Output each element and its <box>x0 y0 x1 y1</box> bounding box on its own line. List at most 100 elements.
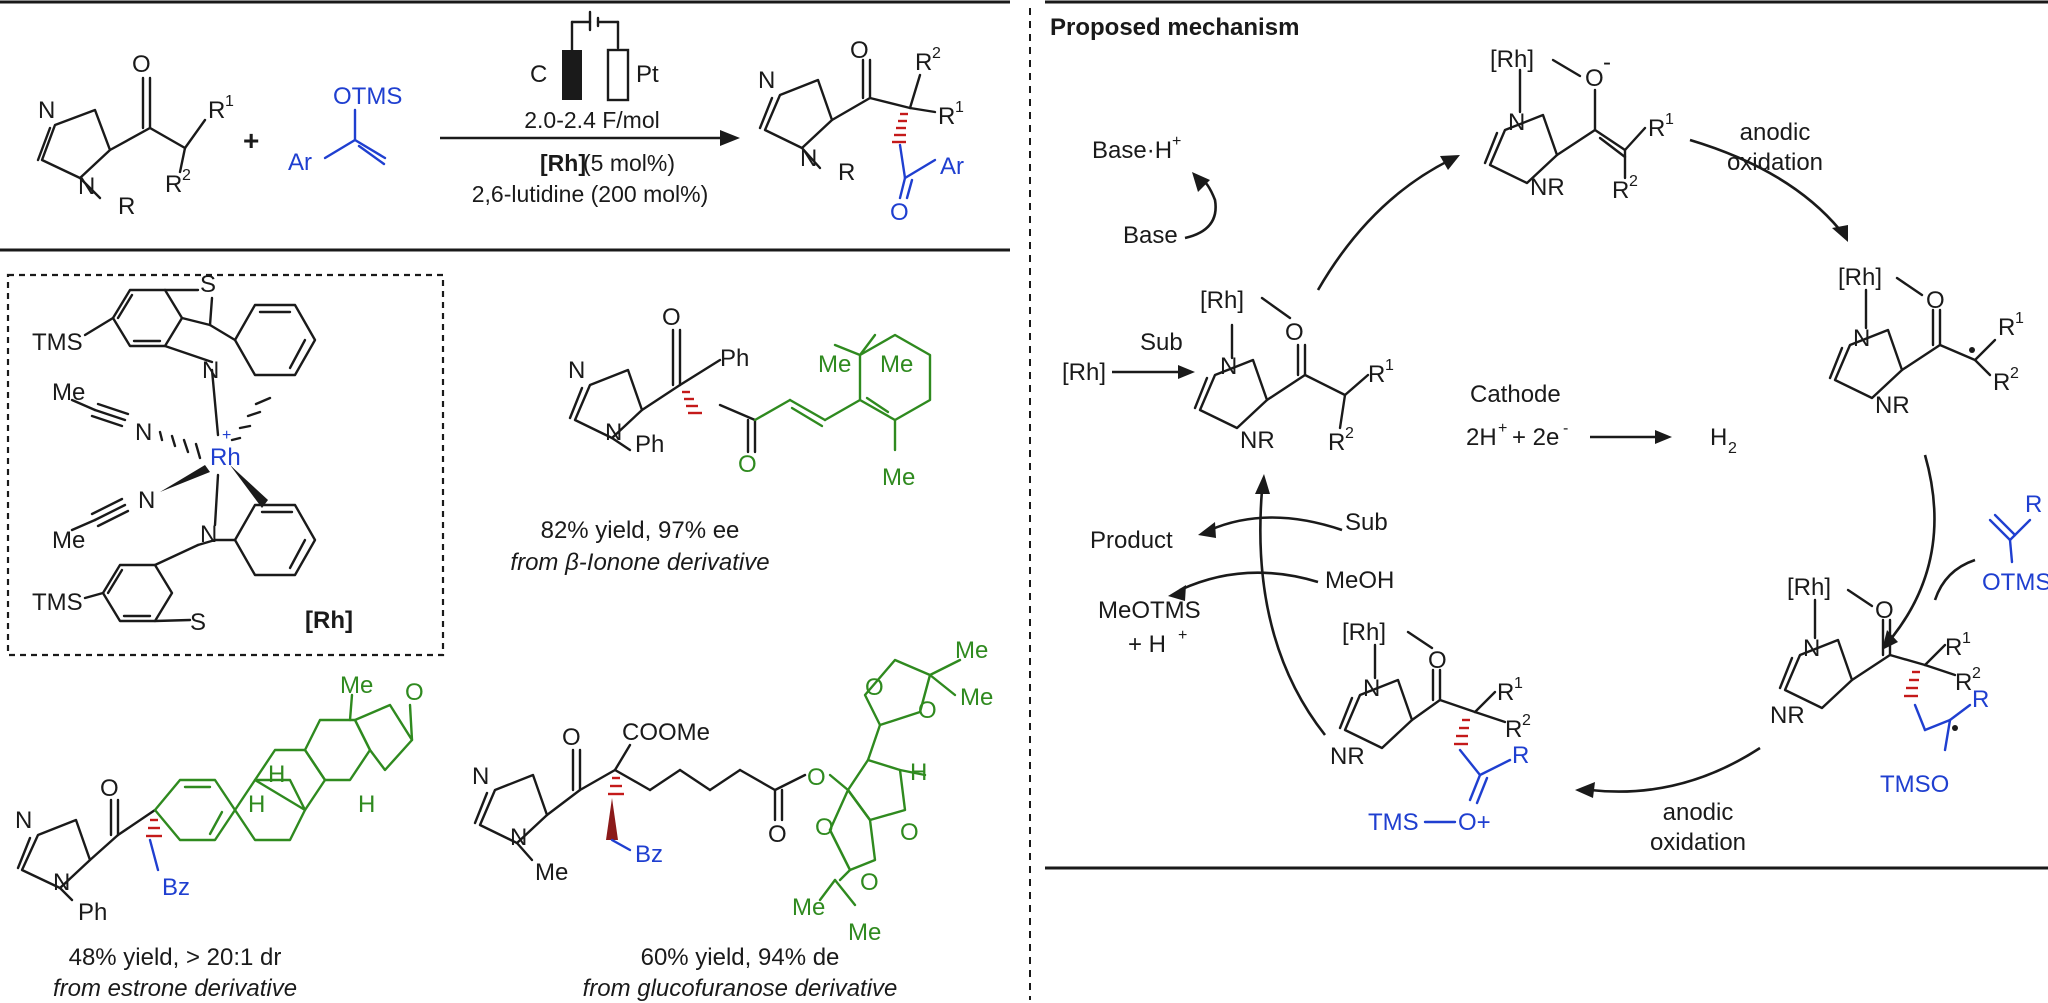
ex3-o-low1: O <box>815 814 834 841</box>
ex1-ph2: Ph <box>720 345 749 372</box>
mech-oxo-r1-sup: 1 <box>1514 675 1523 692</box>
catalyst-me-top: Me <box>52 379 85 406</box>
mech-arrowhead-product <box>1198 522 1216 538</box>
electrode-setup <box>562 10 630 102</box>
mech-radical-rh: [Rh] <box>1838 264 1882 291</box>
ex3-o-diox1: O <box>865 674 884 701</box>
mech-arrowhead-ox2 <box>1575 782 1595 798</box>
mech-rh-arrowhead <box>1178 365 1195 379</box>
example-glucofuranose-structure <box>473 658 962 907</box>
mech-arrow-to-enolate <box>1316 158 1451 291</box>
mech-adduct-r: R <box>1972 686 1989 713</box>
product-n-label: N <box>758 67 775 94</box>
ex1-me2: Me <box>880 351 913 378</box>
substrate-o-label: O <box>132 51 151 78</box>
ex2-o: O <box>100 775 119 802</box>
ex3-caption: 60% yield, 94% de <box>641 944 840 971</box>
catalyst-n-top: N <box>202 357 219 384</box>
mech-sub-r1: R <box>1368 361 1385 388</box>
mech-radical-adduct <box>1778 588 1972 752</box>
mech-sub-r1-sup: 1 <box>1385 357 1394 374</box>
ex2-me: Me <box>340 672 373 699</box>
ex1-me3: Me <box>882 464 915 491</box>
catalyst-me-bottom: Me <box>52 527 85 554</box>
mech-oxo-n: N <box>1363 675 1380 702</box>
enol-otms-label: OTMS <box>333 83 402 110</box>
ex2-n: N <box>15 807 32 834</box>
mech-cathode-eq2-sup: - <box>1563 420 1568 437</box>
mech-oxo-r1: R <box>1497 679 1514 706</box>
substrate-r1-label: R <box>208 97 225 124</box>
ex3-o-diox2: O <box>918 697 937 724</box>
mech-enol-otms: OTMS <box>1982 569 2048 596</box>
mech-radical-r2: R <box>1993 369 2010 396</box>
product-r2-sup: 2 <box>932 45 941 62</box>
ex3-link-o: O <box>807 764 826 791</box>
mech-adduct-r1: R <box>1945 634 1962 661</box>
electrode-c-label: C <box>530 61 547 88</box>
mech-cathode-eq: 2H <box>1466 424 1497 451</box>
mech-oxo-r2: R <box>1505 716 1522 743</box>
ex3-me-top2: Me <box>960 684 993 711</box>
electrode-pt-label: Pt <box>636 61 659 88</box>
substrate-r1-sup: 1 <box>225 93 234 110</box>
mech-enolate <box>1483 58 1647 185</box>
mech-base-curl-head <box>1192 172 1210 192</box>
mech-base-h: Base·H <box>1092 137 1172 164</box>
ex3-me-bot2: Me <box>848 919 881 946</box>
catalyst-structure <box>70 288 317 623</box>
catalyst-n-mecn-top: N <box>135 419 152 446</box>
ex2-source: from estrone derivative <box>53 975 297 1002</box>
mech-enolate-n: N <box>1508 109 1525 136</box>
mech-sub-n: N <box>1220 353 1237 380</box>
product-n2-label: N <box>800 145 817 172</box>
condition-catalyst: [Rh] <box>540 150 586 176</box>
ex3-h: H <box>910 759 927 786</box>
product-ar-label: Ar <box>940 153 964 180</box>
mech-adduct-o: O <box>1875 597 1894 624</box>
mech-oxo-rh: [Rh] <box>1342 619 1386 646</box>
mech-anodic2: anodic <box>1663 799 1734 826</box>
mech-enol-ether <box>1988 513 2032 564</box>
ex2-n2: N <box>53 869 70 896</box>
product-ketone-o-label: O <box>890 199 909 226</box>
substrate-r2-label: R <box>165 171 182 198</box>
mech-radical-n: N <box>1853 325 1870 352</box>
mech-adduct-radical-dot <box>1952 725 1958 731</box>
mech-meotms: MeOTMS <box>1098 597 1201 624</box>
example-ionone-hashed <box>682 390 702 415</box>
substrate-structure <box>36 76 207 200</box>
mech-cathode: Cathode <box>1470 381 1561 408</box>
mech-sub2: Sub <box>1345 509 1388 536</box>
ex3-bz-bond <box>610 838 632 852</box>
ex3-me-bot1: Me <box>792 894 825 921</box>
catalyst-rh-charge: + <box>222 427 231 444</box>
substrate-n2-label: N <box>78 173 95 200</box>
mech-meoh: MeOH <box>1325 567 1394 594</box>
catalyst-tms-top: TMS <box>32 329 83 356</box>
ex3-source: from glucofuranose derivative <box>583 975 898 1002</box>
ex2-caption: 48% yield, > 20:1 dr <box>69 944 282 971</box>
mech-base: Base <box>1123 222 1178 249</box>
reaction-arrowhead <box>720 130 740 146</box>
mech-enol-curl <box>1933 558 1976 601</box>
ex3-ester-o: O <box>768 821 787 848</box>
substrate-n-label: N <box>38 97 55 124</box>
mech-oxocarbenium <box>1338 630 1512 824</box>
mech-adduct-r1-sup: 1 <box>1962 630 1971 647</box>
catalyst-s-bottom: S <box>190 609 206 636</box>
mech-oxo-r2-sup: 2 <box>1522 712 1531 729</box>
mech-anodic1: anodic <box>1740 119 1811 146</box>
mech-adduct-r2-sup: 2 <box>1972 665 1981 682</box>
mech-oxo-o: O <box>1428 647 1447 674</box>
mech-product: Product <box>1090 527 1173 554</box>
mech-sub-label: Sub <box>1140 329 1183 356</box>
ex2-h2: H <box>268 761 285 788</box>
ex2-o-ketone: O <box>405 679 424 706</box>
ex1-ketone-o: O <box>738 451 757 478</box>
mech-cathode-eq2: + 2e <box>1512 424 1559 451</box>
ex1-source: from β-Ionone derivative <box>510 549 769 576</box>
mech-arrow-ox1 <box>1689 138 1841 231</box>
